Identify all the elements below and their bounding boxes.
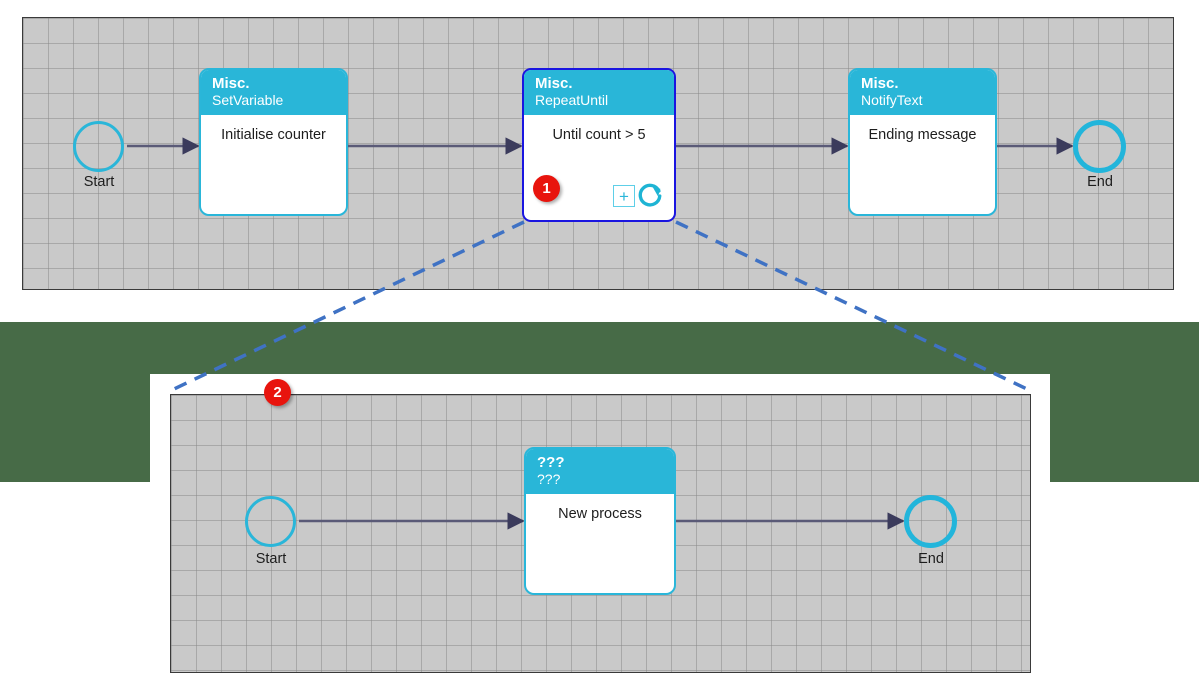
node-header: Misc. SetVariable <box>201 70 346 116</box>
step-badge-2: 2 <box>264 379 291 406</box>
node-description: Until count > 5 <box>552 127 646 144</box>
node-body: Until count > 5 + <box>524 115 674 216</box>
start-node-label: Start <box>83 174 115 190</box>
end-node[interactable] <box>1073 120 1126 173</box>
subprocess-end-node[interactable] <box>904 495 957 548</box>
node-header: ??? ??? <box>526 449 674 495</box>
start-node[interactable] <box>73 121 124 172</box>
subprocess-start-node[interactable] <box>245 496 296 547</box>
node-title: Misc. <box>861 75 899 92</box>
plus-icon[interactable]: + <box>613 185 635 208</box>
node-subtitle: ??? <box>537 470 561 487</box>
node-subtitle: SetVariable <box>212 91 284 108</box>
node-action-icons: + <box>613 183 663 209</box>
end-node-label: End <box>1087 174 1113 190</box>
flow-node-notifytext[interactable]: Misc. NotifyText Ending message <box>848 68 997 216</box>
node-description: New process <box>558 506 642 523</box>
node-body: Ending message <box>850 115 995 210</box>
subprocess-start-node-label: Start <box>255 551 287 567</box>
node-body: Initialise counter <box>201 115 346 210</box>
node-subtitle: NotifyText <box>861 91 923 108</box>
node-header: Misc. NotifyText <box>850 70 995 116</box>
node-description: Ending message <box>868 127 977 144</box>
node-title: ??? <box>537 454 565 471</box>
flow-node-setvariable[interactable]: Misc. SetVariable Initialise counter <box>199 68 348 216</box>
node-title: Misc. <box>212 75 250 92</box>
step-badge-1: 1 <box>533 175 560 202</box>
node-subtitle: RepeatUntil <box>535 91 609 108</box>
flow-node-new-process[interactable]: ??? ??? New process <box>524 447 676 595</box>
node-description: Initialise counter <box>221 127 326 144</box>
refresh-loop-icon[interactable] <box>637 183 663 209</box>
node-title: Misc. <box>535 75 573 92</box>
node-header: Misc. RepeatUntil <box>524 70 674 116</box>
subprocess-end-node-label: End <box>918 551 944 567</box>
node-body: New process <box>526 494 674 589</box>
